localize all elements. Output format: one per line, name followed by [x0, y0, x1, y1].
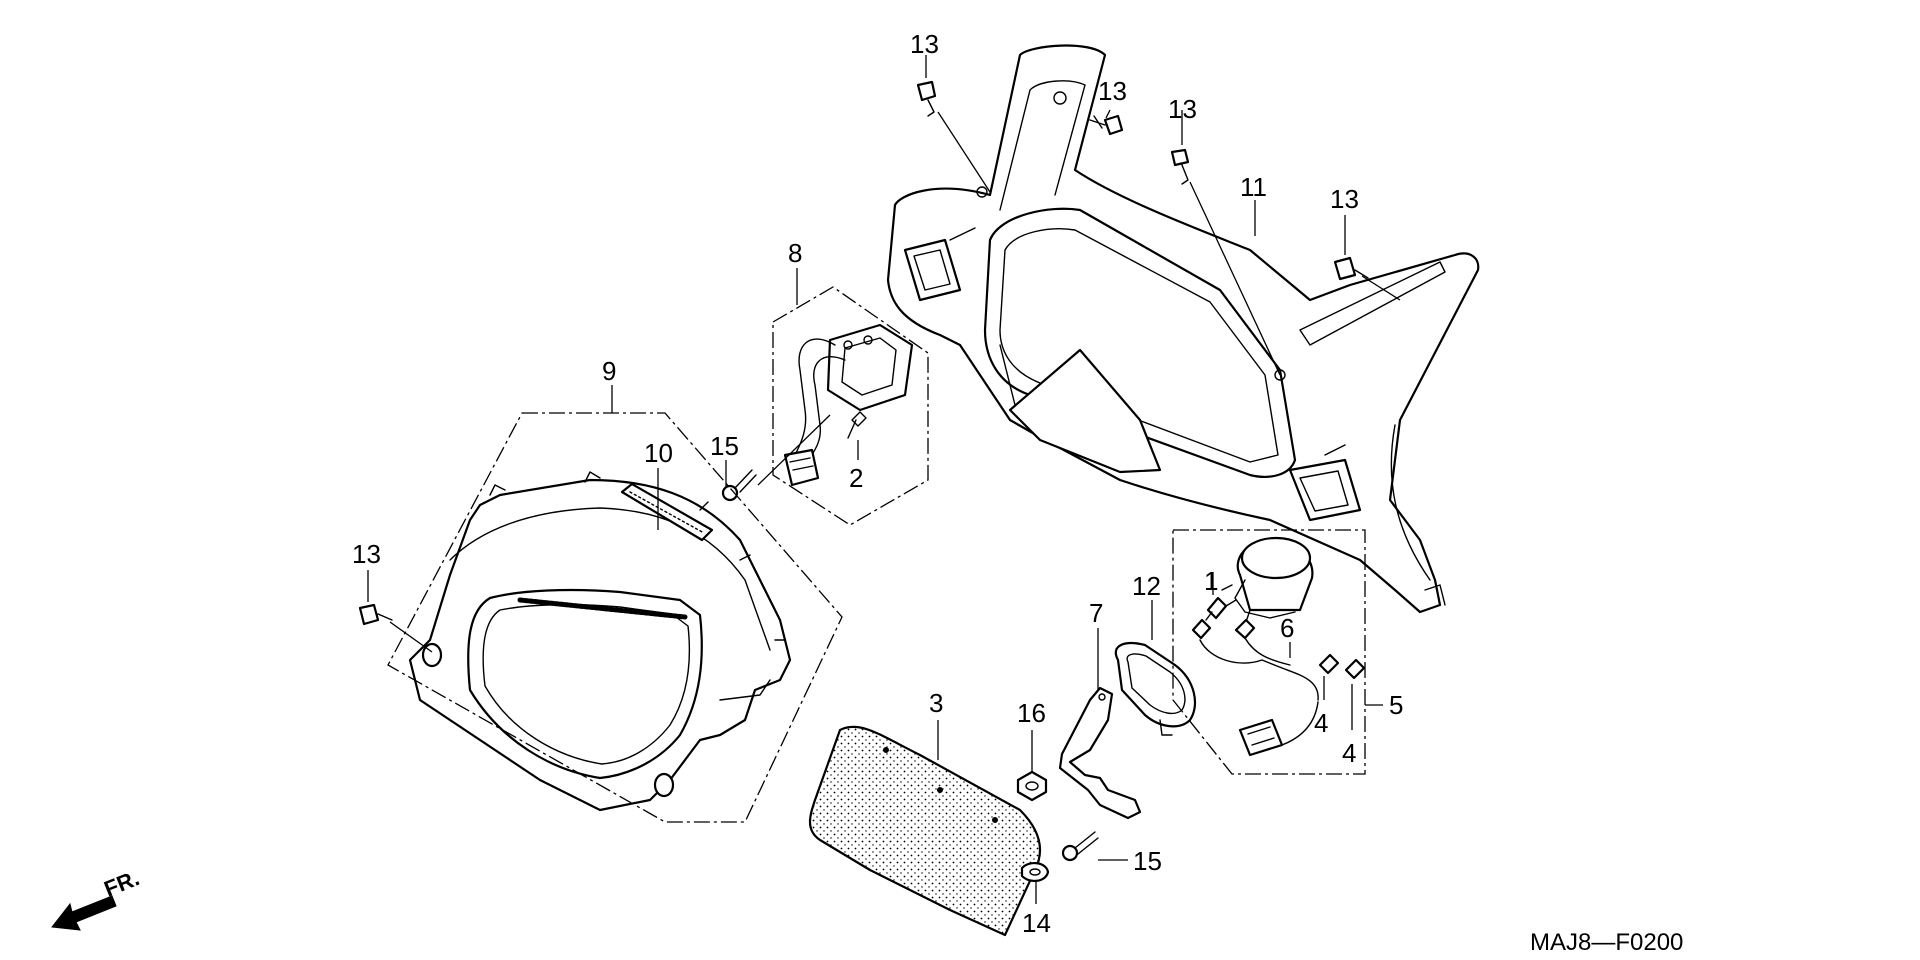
screw-13-top — [916, 80, 937, 117]
stay-bracket-part-7 — [1058, 686, 1142, 820]
callout-6: 6 — [1280, 613, 1294, 643]
nut-16 — [1016, 770, 1048, 802]
screw-15-upper — [721, 469, 757, 502]
sub-harness-part-8 — [783, 323, 914, 487]
callout-13: 13 — [1330, 184, 1359, 214]
diagram-code: MAJ8—F0200 — [1530, 929, 1683, 956]
callout-8: 8 — [788, 238, 802, 268]
clock-assembly-part-5 — [1191, 536, 1366, 757]
callout-13: 13 — [1168, 94, 1197, 124]
callout-13: 13 — [910, 29, 939, 59]
front-label: FR. — [101, 865, 143, 901]
callout-9: 9 — [602, 356, 616, 386]
meter-panel-part-11 — [886, 44, 1480, 614]
callout-12: 12 — [1132, 571, 1161, 601]
screw-13-upper-mid — [1089, 114, 1124, 136]
callout-1: 1 — [1204, 566, 1218, 596]
screw-13-left — [358, 603, 393, 626]
callout-15: 15 — [710, 431, 739, 461]
callout-13: 13 — [352, 539, 381, 569]
callout-15: 15 — [1133, 846, 1162, 876]
screw-15-lower — [1061, 831, 1099, 862]
group-box-9 — [387, 412, 843, 823]
callout-7: 7 — [1089, 598, 1103, 628]
meter-case-part-9 — [408, 471, 792, 812]
callout-3: 3 — [929, 688, 943, 718]
front-direction-arrow: FR. — [51, 865, 143, 931]
callout-4: 4 — [1342, 738, 1356, 768]
callout-11: 11 — [1240, 172, 1267, 202]
callout-14: 14 — [1022, 908, 1051, 938]
meter-lid-part-3 — [808, 725, 1042, 937]
callout-4: 4 — [1314, 708, 1328, 738]
clip-14 — [1020, 862, 1050, 882]
callout-16: 16 — [1017, 698, 1046, 728]
screw-13-center — [1170, 148, 1190, 185]
callout-2: 2 — [849, 463, 863, 493]
reflector-strip-part-10 — [620, 482, 714, 542]
screw-13-right — [1333, 256, 1369, 281]
group-box-8 — [772, 286, 929, 526]
leader-lines — [367, 55, 1401, 904]
gasket-part-12 — [1114, 642, 1197, 736]
callout-numbers: 13 13 13 11 13 8 9 10 15 2 13 1 12 7 6 5… — [352, 29, 1403, 938]
callout-5: 5 — [1389, 690, 1403, 720]
callout-13: 13 — [1098, 76, 1127, 106]
callout-10: 10 — [644, 438, 673, 468]
